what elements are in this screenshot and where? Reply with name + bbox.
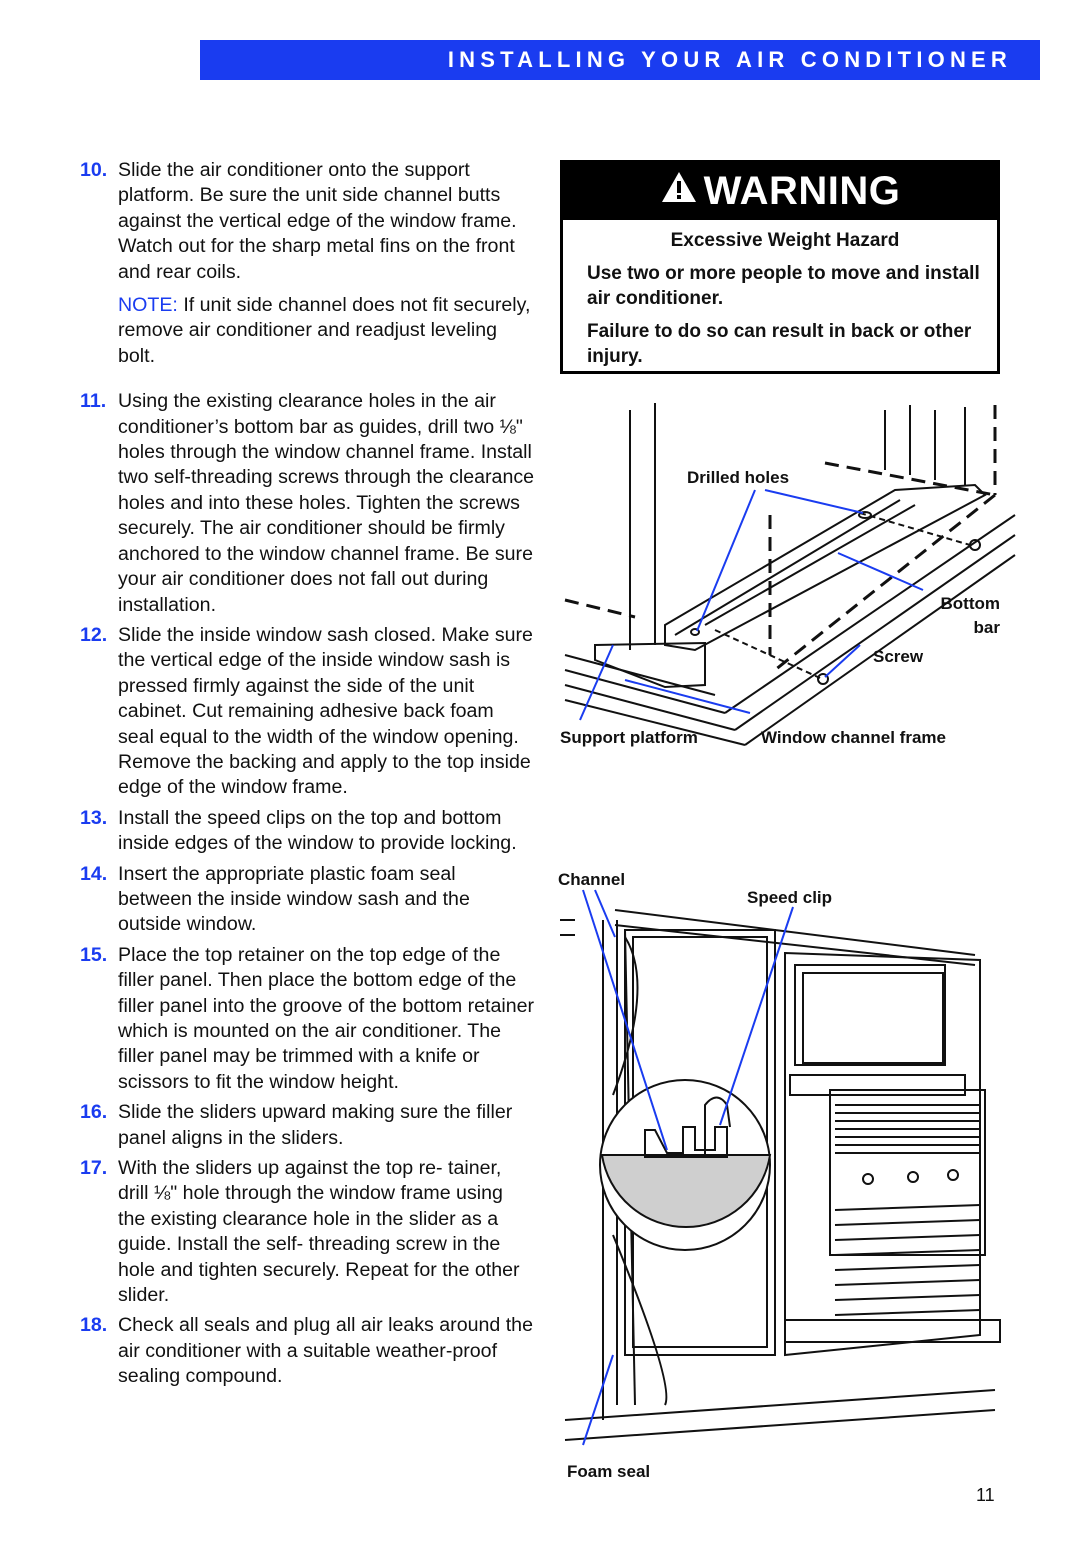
step-text: Slide the air conditioner onto the suppo… <box>118 159 517 283</box>
instruction-steps: 10. Slide the air conditioner onto the s… <box>80 158 535 1395</box>
warning-triangle-icon <box>660 169 698 214</box>
label-bottom: Bottom <box>941 594 1000 613</box>
label-drilled-holes: Drilled holes <box>687 468 789 487</box>
step-10: 10. Slide the air conditioner onto the s… <box>80 158 535 285</box>
warning-heading: WARNING <box>703 169 901 213</box>
step-text: Using the existing clearance holes in th… <box>118 390 535 616</box>
warning-line-1: Use two or more people to move and insta… <box>587 263 980 309</box>
label-speed-clip: Speed clip <box>747 888 832 907</box>
step-text: Place the top retainer on the top edge o… <box>118 943 535 1093</box>
step-17: 17. With the sliders up against the top … <box>80 1156 535 1308</box>
warning-line-2: Failure to do so can result in back or o… <box>587 321 972 367</box>
step-15: 15. Place the top retainer on the top ed… <box>80 943 535 1095</box>
step-number: 15. <box>80 943 108 966</box>
warning-title: Excessive Weight Hazard <box>670 230 900 251</box>
installation-diagram-bottom-bar: Drilled holes Bottom bar Screw Support p… <box>560 403 1016 747</box>
step-number: 13. <box>80 806 108 829</box>
step-16: 16. Slide the sliders upward making sure… <box>80 1100 535 1151</box>
step-text: Slide the sliders upward making sure the… <box>118 1101 513 1149</box>
step-text: Insert the appropriate plastic foam seal… <box>118 862 470 936</box>
warning-header: WARNING <box>563 163 997 220</box>
step-note: NOTE: If unit side channel does not fit … <box>80 293 535 369</box>
step-13: 13. Install the speed clips on the top a… <box>80 806 535 857</box>
section-title: INSTALLING YOUR AIR CONDITIONER <box>447 47 1012 72</box>
label-foam-seal: Foam seal <box>567 1462 650 1481</box>
note-text: If unit side channel does not fit secure… <box>118 294 531 367</box>
label-window-channel-frame: Window channel frame <box>761 728 946 747</box>
warning-body: Excessive Weight Hazard Use two or more … <box>563 220 997 369</box>
note-label: NOTE: <box>118 294 178 317</box>
warning-box: WARNING Excessive Weight Hazard Use two … <box>560 160 1000 374</box>
step-number: 17. <box>80 1157 108 1180</box>
step-18: 18. Check all seals and plug all air lea… <box>80 1313 535 1389</box>
step-12: 12. Slide the inside window sash closed.… <box>80 623 535 801</box>
installation-diagram-speed-clip: Channel Speed clip Foam seal <box>558 870 1001 1481</box>
step-number: 18. <box>80 1314 108 1337</box>
step-text: Slide the inside window sash closed. Mak… <box>118 623 533 799</box>
step-text: Install the speed clips on the top and b… <box>118 806 517 855</box>
step-number: 16. <box>80 1101 108 1124</box>
label-support-platform: Support platform <box>560 728 698 747</box>
step-text: Check all seals and plug all air leaks a… <box>118 1314 533 1388</box>
label-bar: bar <box>974 618 1001 637</box>
step-number: 11. <box>80 390 107 413</box>
step-text: With the sliders up against the top re- … <box>118 1157 520 1307</box>
step-11: 11. Using the existing clearance holes i… <box>80 389 535 618</box>
step-number: 12. <box>80 623 108 646</box>
section-header: INSTALLING YOUR AIR CONDITIONER <box>200 40 1040 80</box>
step-14: 14. Insert the appropriate plastic foam … <box>80 862 535 938</box>
step-number: 10. <box>80 159 108 181</box>
step-number: 14. <box>80 862 108 885</box>
label-channel: Channel <box>558 870 625 889</box>
label-screw: Screw <box>873 647 924 666</box>
page-number: 11 <box>976 1485 995 1505</box>
